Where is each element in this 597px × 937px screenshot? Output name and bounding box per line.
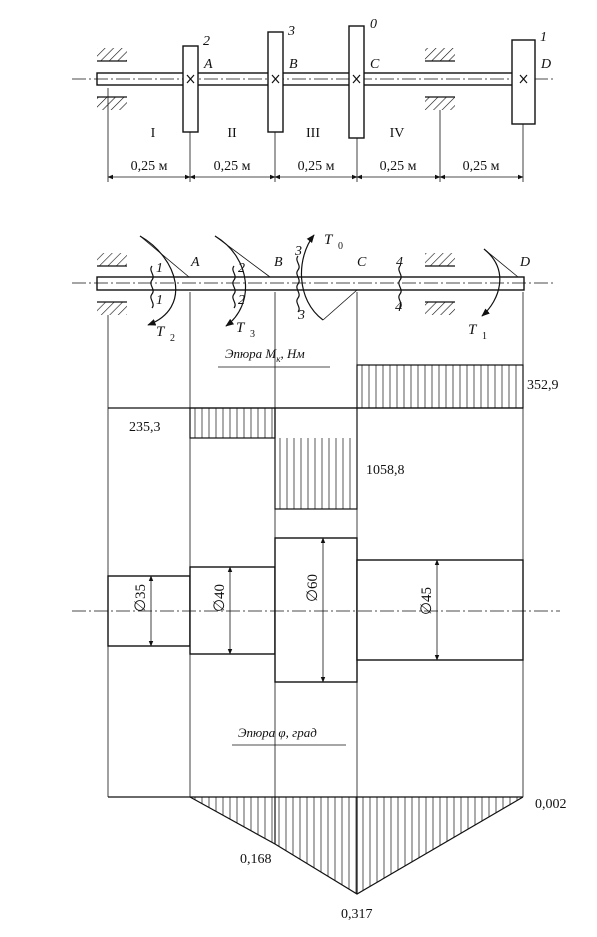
torque-value-bc: 1058,8	[366, 463, 405, 478]
svg-text:T: T	[324, 232, 334, 248]
torque-value-cd: 352,9	[527, 378, 559, 393]
top-scheme: 2 3 0 1 A B C D I II III IV 0,25 м 0,25 …	[72, 17, 555, 182]
gear-label-2: 2	[203, 34, 210, 49]
point-label-c: C	[370, 57, 380, 72]
angle-hatching	[194, 797, 518, 894]
segment-length-2: 0,25 м	[214, 159, 251, 174]
gear-centre-marks	[186, 74, 528, 84]
gear-label-1: 1	[540, 30, 547, 45]
bearing-left	[97, 48, 127, 110]
load-point-c: C	[357, 255, 367, 270]
angle-diagram: Эпюра φ, град 0,002 0,168 0,317	[108, 725, 567, 922]
section-label-1: I	[151, 126, 156, 141]
point-label-b: B	[289, 57, 298, 72]
angle-value-c: 0,317	[341, 907, 373, 922]
torque-diagram: Эпюра Mк, Нм 352,9 235,3 1058,8	[108, 346, 559, 510]
segment-length-1: 0,25 м	[131, 159, 168, 174]
torque-arrow-t2	[139, 235, 177, 326]
diameter-40: ∅40	[212, 584, 228, 612]
gear-label-3: 3	[287, 24, 295, 39]
section-label-2: II	[227, 126, 237, 141]
stepped-shaft: ∅35 ∅40 ∅60 ∅45	[72, 537, 560, 683]
load-point-d: D	[519, 255, 530, 270]
segment-length-4: 0,25 м	[380, 159, 417, 174]
torque-value-ab: 235,3	[129, 420, 161, 435]
cut-mark-2	[232, 265, 236, 309]
section-label-3: III	[306, 126, 320, 141]
gear-0	[348, 25, 365, 139]
angle-diagram-title: Эпюра φ, град	[238, 725, 317, 740]
diameter-35: ∅35	[133, 584, 149, 612]
cut-label-3-bottom: 3	[297, 308, 305, 323]
shaft-load	[96, 276, 525, 291]
shaft-step-40	[189, 566, 276, 655]
cut-mark-4	[398, 265, 402, 309]
torque-hatching	[194, 365, 517, 509]
torque-region-bc	[274, 407, 358, 510]
point-label-a: A	[203, 57, 213, 72]
svg-text:T: T	[236, 320, 246, 336]
angle-value-b: 0,168	[240, 852, 272, 867]
svg-text:T: T	[468, 322, 478, 338]
gear-2	[182, 45, 199, 133]
torque-arrow-t1	[481, 248, 501, 317]
point-label-d: D	[540, 57, 551, 72]
cut-label-1-top: 1	[156, 261, 163, 276]
torque-label-t3: T 3	[236, 320, 255, 340]
gear-3	[267, 31, 284, 133]
torque-arrow-t0	[300, 234, 324, 321]
svg-text:0: 0	[338, 241, 343, 252]
torque-label-t1: T 1	[468, 322, 487, 342]
gear-1	[511, 39, 536, 125]
cut-label-1-bottom: 1	[156, 293, 163, 308]
diameter-60: ∅60	[305, 574, 321, 602]
cut-mark-3	[296, 255, 300, 313]
dimension-lines	[107, 88, 524, 182]
segment-length-3: 0,25 м	[298, 159, 335, 174]
torque-label-t0: T 0	[324, 232, 343, 252]
shaft-step-60	[274, 537, 358, 683]
load-scheme: 1 1 2 2 3 3 4 4 A B C D T 0 T 1 T 2 T 3	[72, 232, 555, 344]
load-point-a: A	[190, 255, 200, 270]
segment-length-5: 0,25 м	[463, 159, 500, 174]
torque-diagram-title: Эпюра Mк, Нм	[225, 346, 305, 364]
torque-label-t2: T 2	[156, 324, 175, 344]
cut-label-4-top: 4	[396, 255, 403, 270]
cut-mark-1	[150, 265, 154, 309]
gear-label-0: 0	[370, 17, 377, 32]
torque-region-ab	[189, 407, 276, 439]
cut-label-3-top: 3	[294, 244, 302, 259]
svg-text:3: 3	[250, 329, 255, 340]
bearing-right	[425, 48, 455, 110]
cut-label-4-bottom: 4	[395, 300, 402, 315]
svg-text:1: 1	[482, 331, 487, 342]
angle-value-d: 0,002	[535, 797, 567, 812]
shaft-step-45	[356, 559, 524, 661]
cut-label-2-bottom: 2	[238, 293, 245, 308]
diameter-45: ∅45	[419, 587, 435, 615]
section-label-4: IV	[390, 126, 405, 141]
svg-text:2: 2	[170, 333, 175, 344]
svg-text:T: T	[156, 324, 166, 340]
cut-label-2-top: 2	[238, 261, 245, 276]
load-point-b: B	[274, 255, 283, 270]
torque-region-cd	[356, 364, 524, 409]
